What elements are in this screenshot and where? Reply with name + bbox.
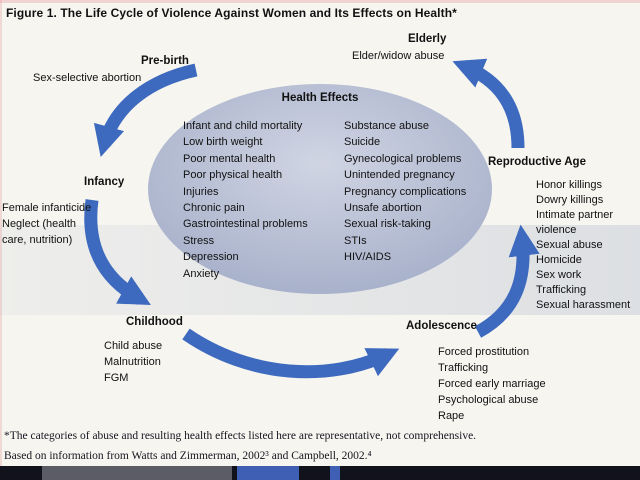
scan-edge-blue-segment	[237, 466, 299, 480]
scan-edge-gray-segment	[42, 466, 232, 480]
stage-label-prebirth: Pre-birth	[141, 55, 189, 67]
stage-item: Elder/widow abuse	[352, 50, 445, 62]
stage-item: Honor killings	[536, 179, 603, 191]
health-effect: Sexual risk-taking	[344, 218, 431, 231]
health-effect: Unsafe abortion	[344, 202, 422, 215]
health-effect: Stress	[183, 234, 215, 247]
health-effects-left-column: Infant and child mortality Low birth wei…	[183, 118, 308, 282]
stage-item: Sex work	[536, 269, 582, 281]
stage-item: Psychological abuse	[438, 394, 539, 406]
health-effects-ellipse	[148, 84, 492, 294]
stage-item: Sexual harassment	[536, 299, 631, 311]
stage-item: Child abuse	[104, 340, 163, 352]
health-effect: Anxiety	[183, 267, 220, 280]
stage-item: Forced early marriage	[438, 378, 546, 390]
health-effect: Suicide	[344, 136, 381, 149]
health-effect: STIs	[344, 234, 367, 247]
stage-item: FGM	[104, 372, 129, 384]
arrow-childhood-to-adolescence	[182, 328, 400, 379]
health-effect: Poor physical health	[183, 169, 283, 182]
health-effect: Injuries	[183, 185, 219, 198]
health-effect: Gastrointestinal problems	[183, 218, 308, 231]
stage-item: Intimate partner violence	[536, 209, 614, 236]
health-effect: Substance abuse	[344, 120, 430, 132]
footnote-representative: *The categories of abuse and resulting h…	[4, 430, 477, 442]
stage-label-adolescence: Adolescence	[406, 320, 477, 332]
stage-item-list-childhood: Child abuse Malnutrition FGM	[104, 338, 162, 386]
footnote-sources: Based on information from Watts and Zimm…	[4, 450, 372, 462]
health-effect: Infant and child mortality	[183, 120, 303, 132]
stage-label-childhood: Childhood	[126, 316, 183, 328]
stage-label-infancy: Infancy	[84, 176, 125, 188]
stage-item: Forced prostitution	[438, 346, 530, 358]
stage-label-elderly: Elderly	[408, 33, 447, 45]
health-effect: Pregnancy complications	[344, 185, 467, 198]
stage-item: Dowry killings	[536, 194, 604, 206]
stage-item: Rape	[438, 410, 465, 422]
arrow-reproductive-to-elderly	[452, 58, 525, 149]
stage-item: Malnutrition	[104, 356, 161, 368]
health-effect: Unintended pregnancy	[344, 169, 455, 182]
stage-item: Sex-selective abortion	[33, 72, 142, 84]
scan-edge-blue-segment-small	[330, 466, 340, 480]
stage-item-list-infancy: Female infanticide Neglect (health care,…	[2, 200, 97, 248]
scan-bottom-edge	[0, 466, 640, 480]
stage-item-list-adolescence: Forced prostitution Trafficking Forced e…	[438, 344, 546, 424]
arrow-infancy-to-childhood	[84, 199, 151, 306]
stage-item: Neglect (health care, nutrition)	[2, 218, 76, 246]
health-effect: Poor mental health	[183, 152, 276, 165]
health-effects-right-column: Substance abuse Suicide Gynecological pr…	[344, 118, 466, 266]
stage-item: Sexual abuse	[536, 239, 603, 251]
health-effect: Depression	[183, 251, 239, 264]
stage-label-reproductive-age: Reproductive Age	[488, 156, 586, 168]
arrow-prebirth-to-infancy	[93, 63, 198, 158]
stage-item-list-reproductive-age: Honor killings Dowry killings Intimate p…	[536, 178, 638, 313]
health-effect: Gynecological problems	[344, 152, 462, 165]
health-effect: HIV/AIDS	[344, 251, 392, 264]
stage-item: Female infanticide	[2, 202, 92, 214]
stage-item: Homicide	[536, 254, 582, 266]
health-effect: Chronic pain	[183, 202, 245, 215]
stage-item: Trafficking	[438, 362, 489, 374]
health-effect: Low birth weight	[183, 136, 263, 149]
health-effects-title: Health Effects	[281, 92, 359, 104]
figure-title: Figure 1. The Life Cycle of Violence Aga…	[6, 6, 457, 20]
arrow-adolescence-to-reproductive	[474, 224, 540, 338]
stage-item: Trafficking	[536, 284, 587, 296]
